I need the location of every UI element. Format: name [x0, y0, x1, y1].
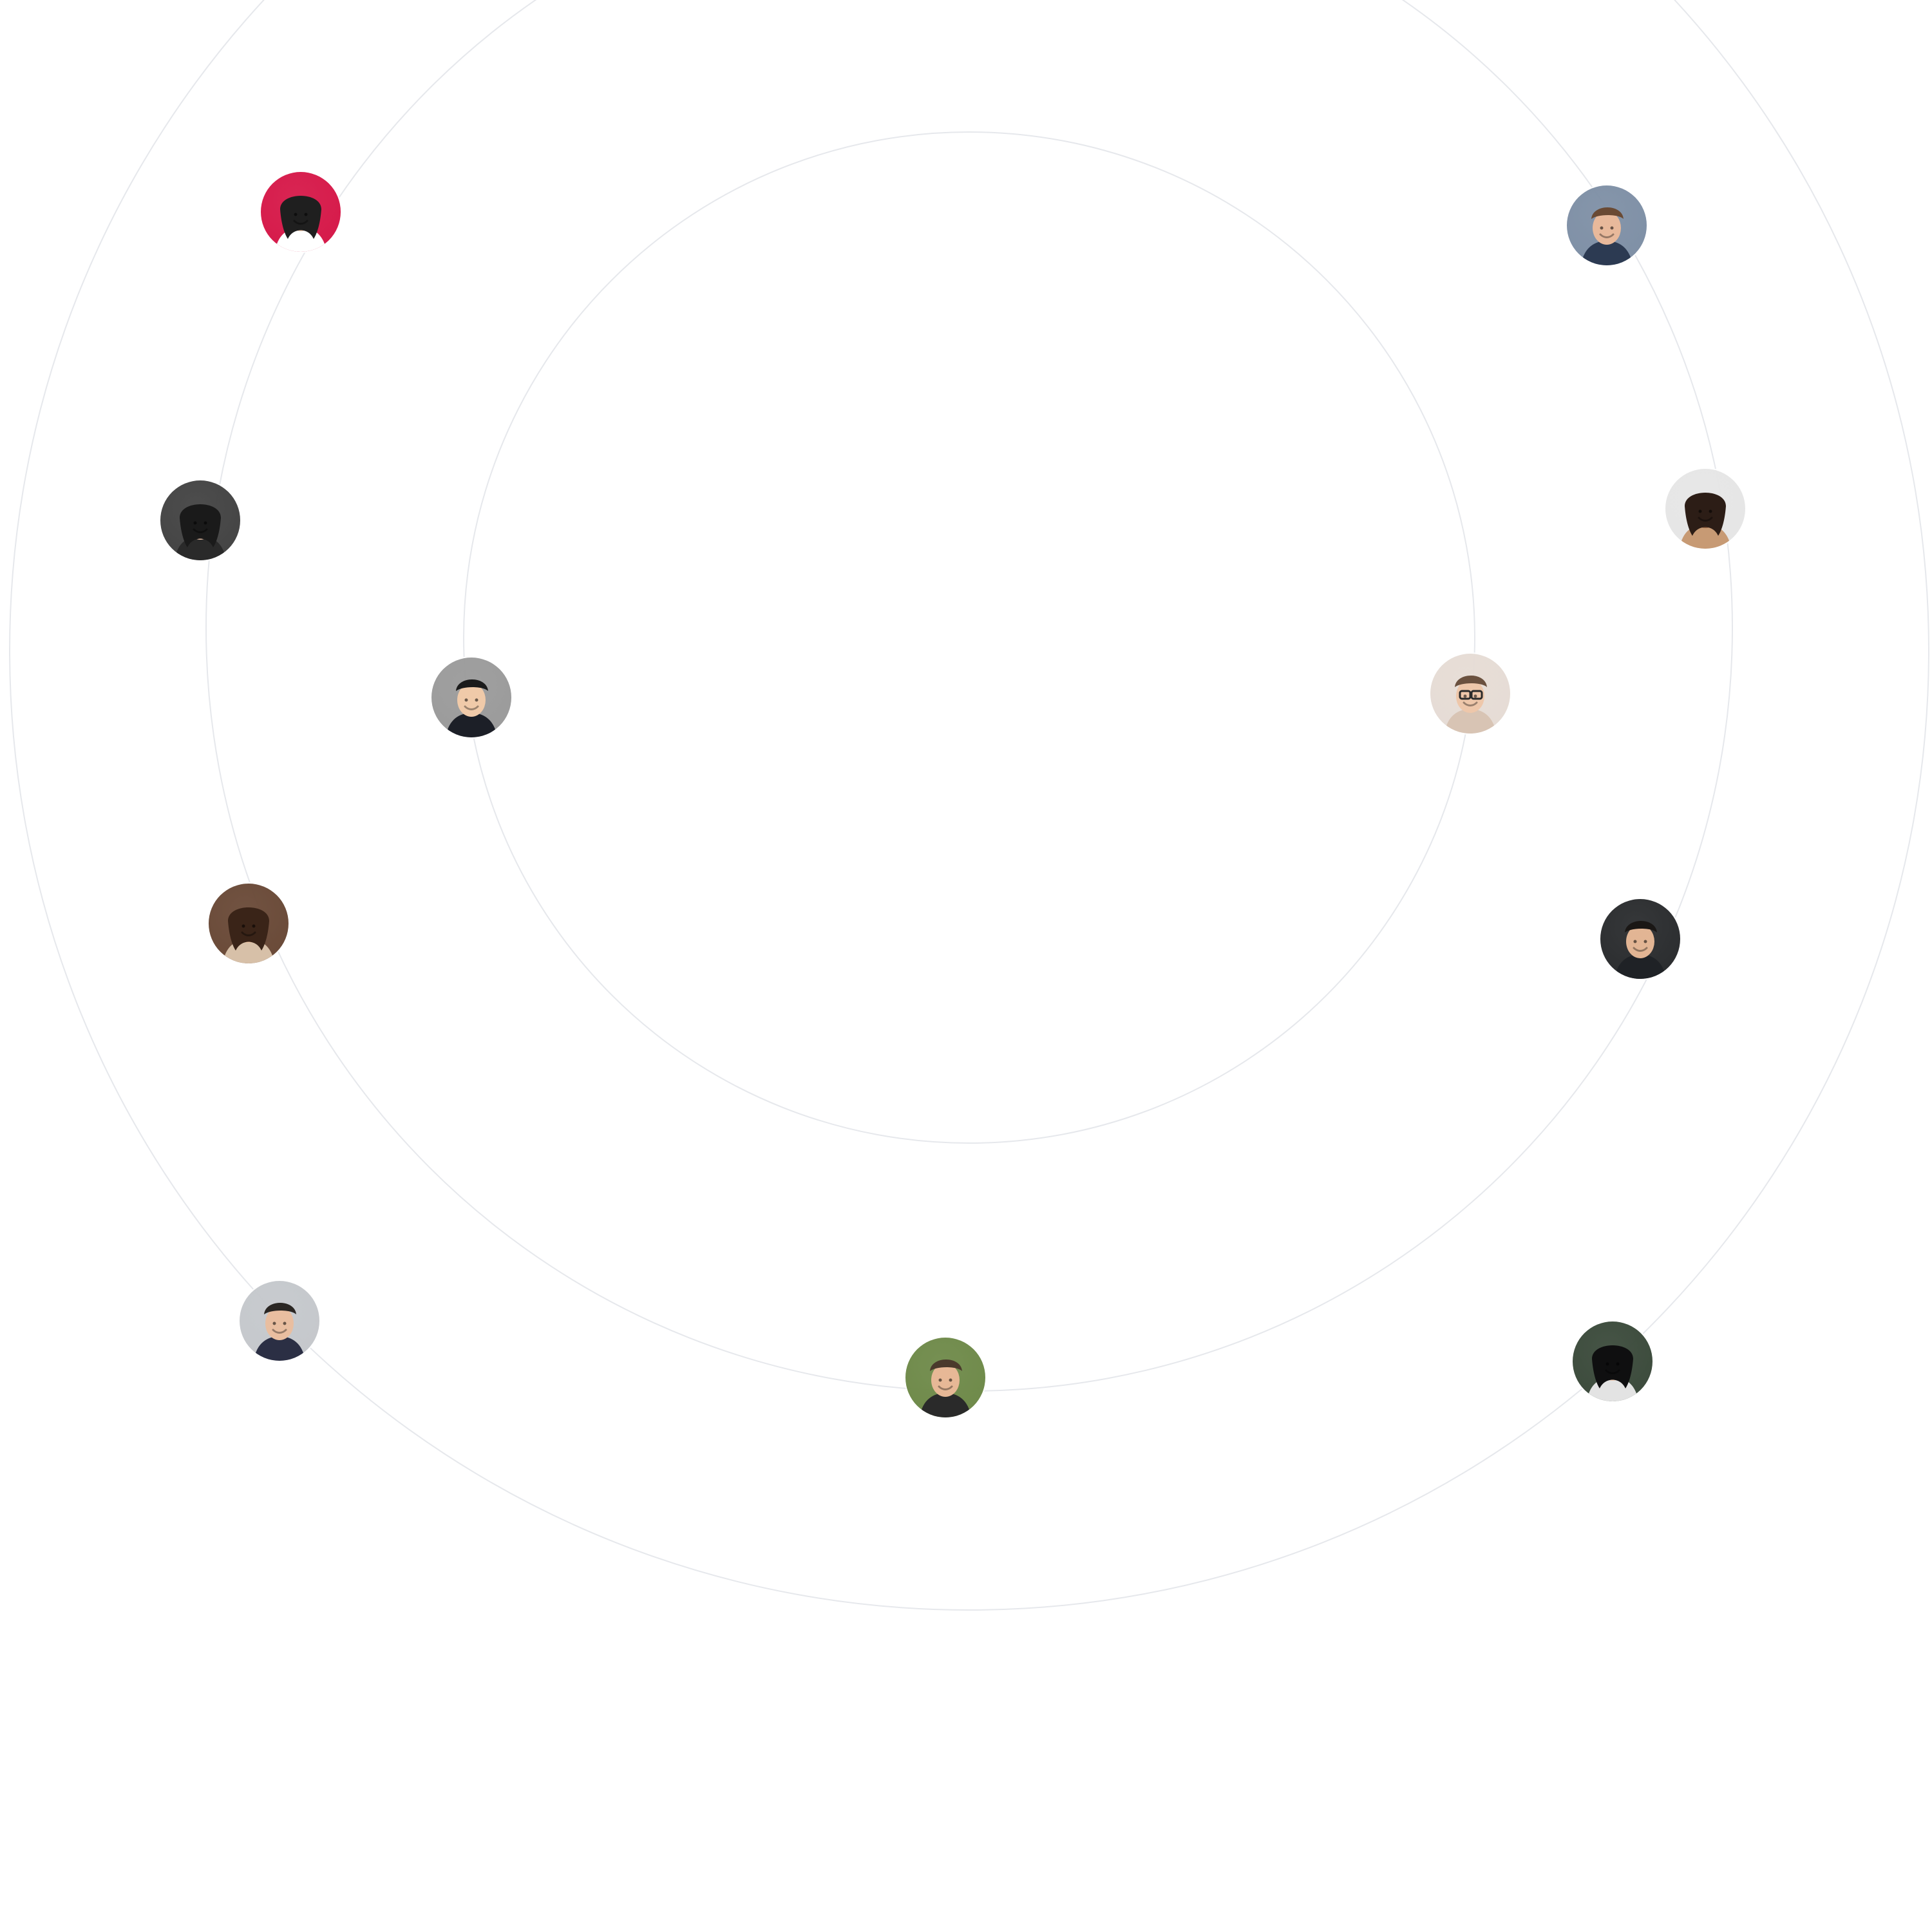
avatar-6[interactable] [905, 1338, 985, 1417]
woman-long-dark-hair-avatar [160, 480, 240, 560]
avatar-11[interactable] [1567, 185, 1647, 265]
man-outdoor-avatar [905, 1338, 985, 1417]
avatar-8[interactable] [1600, 899, 1680, 979]
avatar-3[interactable] [431, 658, 511, 737]
woman-smiling-avatar [209, 884, 289, 963]
inner-orbit-ring [463, 131, 1475, 1144]
man-glasses-avatar [1430, 654, 1510, 734]
avatar-2[interactable] [160, 480, 240, 560]
avatar-4[interactable] [209, 884, 289, 963]
woman-curly-hair-avatar [261, 172, 341, 252]
avatar-1[interactable] [261, 172, 341, 252]
avatar-9[interactable] [1430, 654, 1510, 734]
outer-orbit-ring [9, 0, 1929, 1611]
avatar-7[interactable] [1573, 1321, 1653, 1401]
man-suit-avatar [431, 658, 511, 737]
man-dark-background-avatar [1600, 899, 1680, 979]
avatar-5[interactable] [240, 1281, 319, 1361]
man-plaid-shirt-avatar [240, 1281, 319, 1361]
woman-smile-hand-avatar [1665, 469, 1745, 549]
woman-dark-wavy-hair-avatar [1573, 1321, 1653, 1401]
man-beard-avatar [1567, 185, 1647, 265]
avatar-10[interactable] [1665, 469, 1745, 549]
